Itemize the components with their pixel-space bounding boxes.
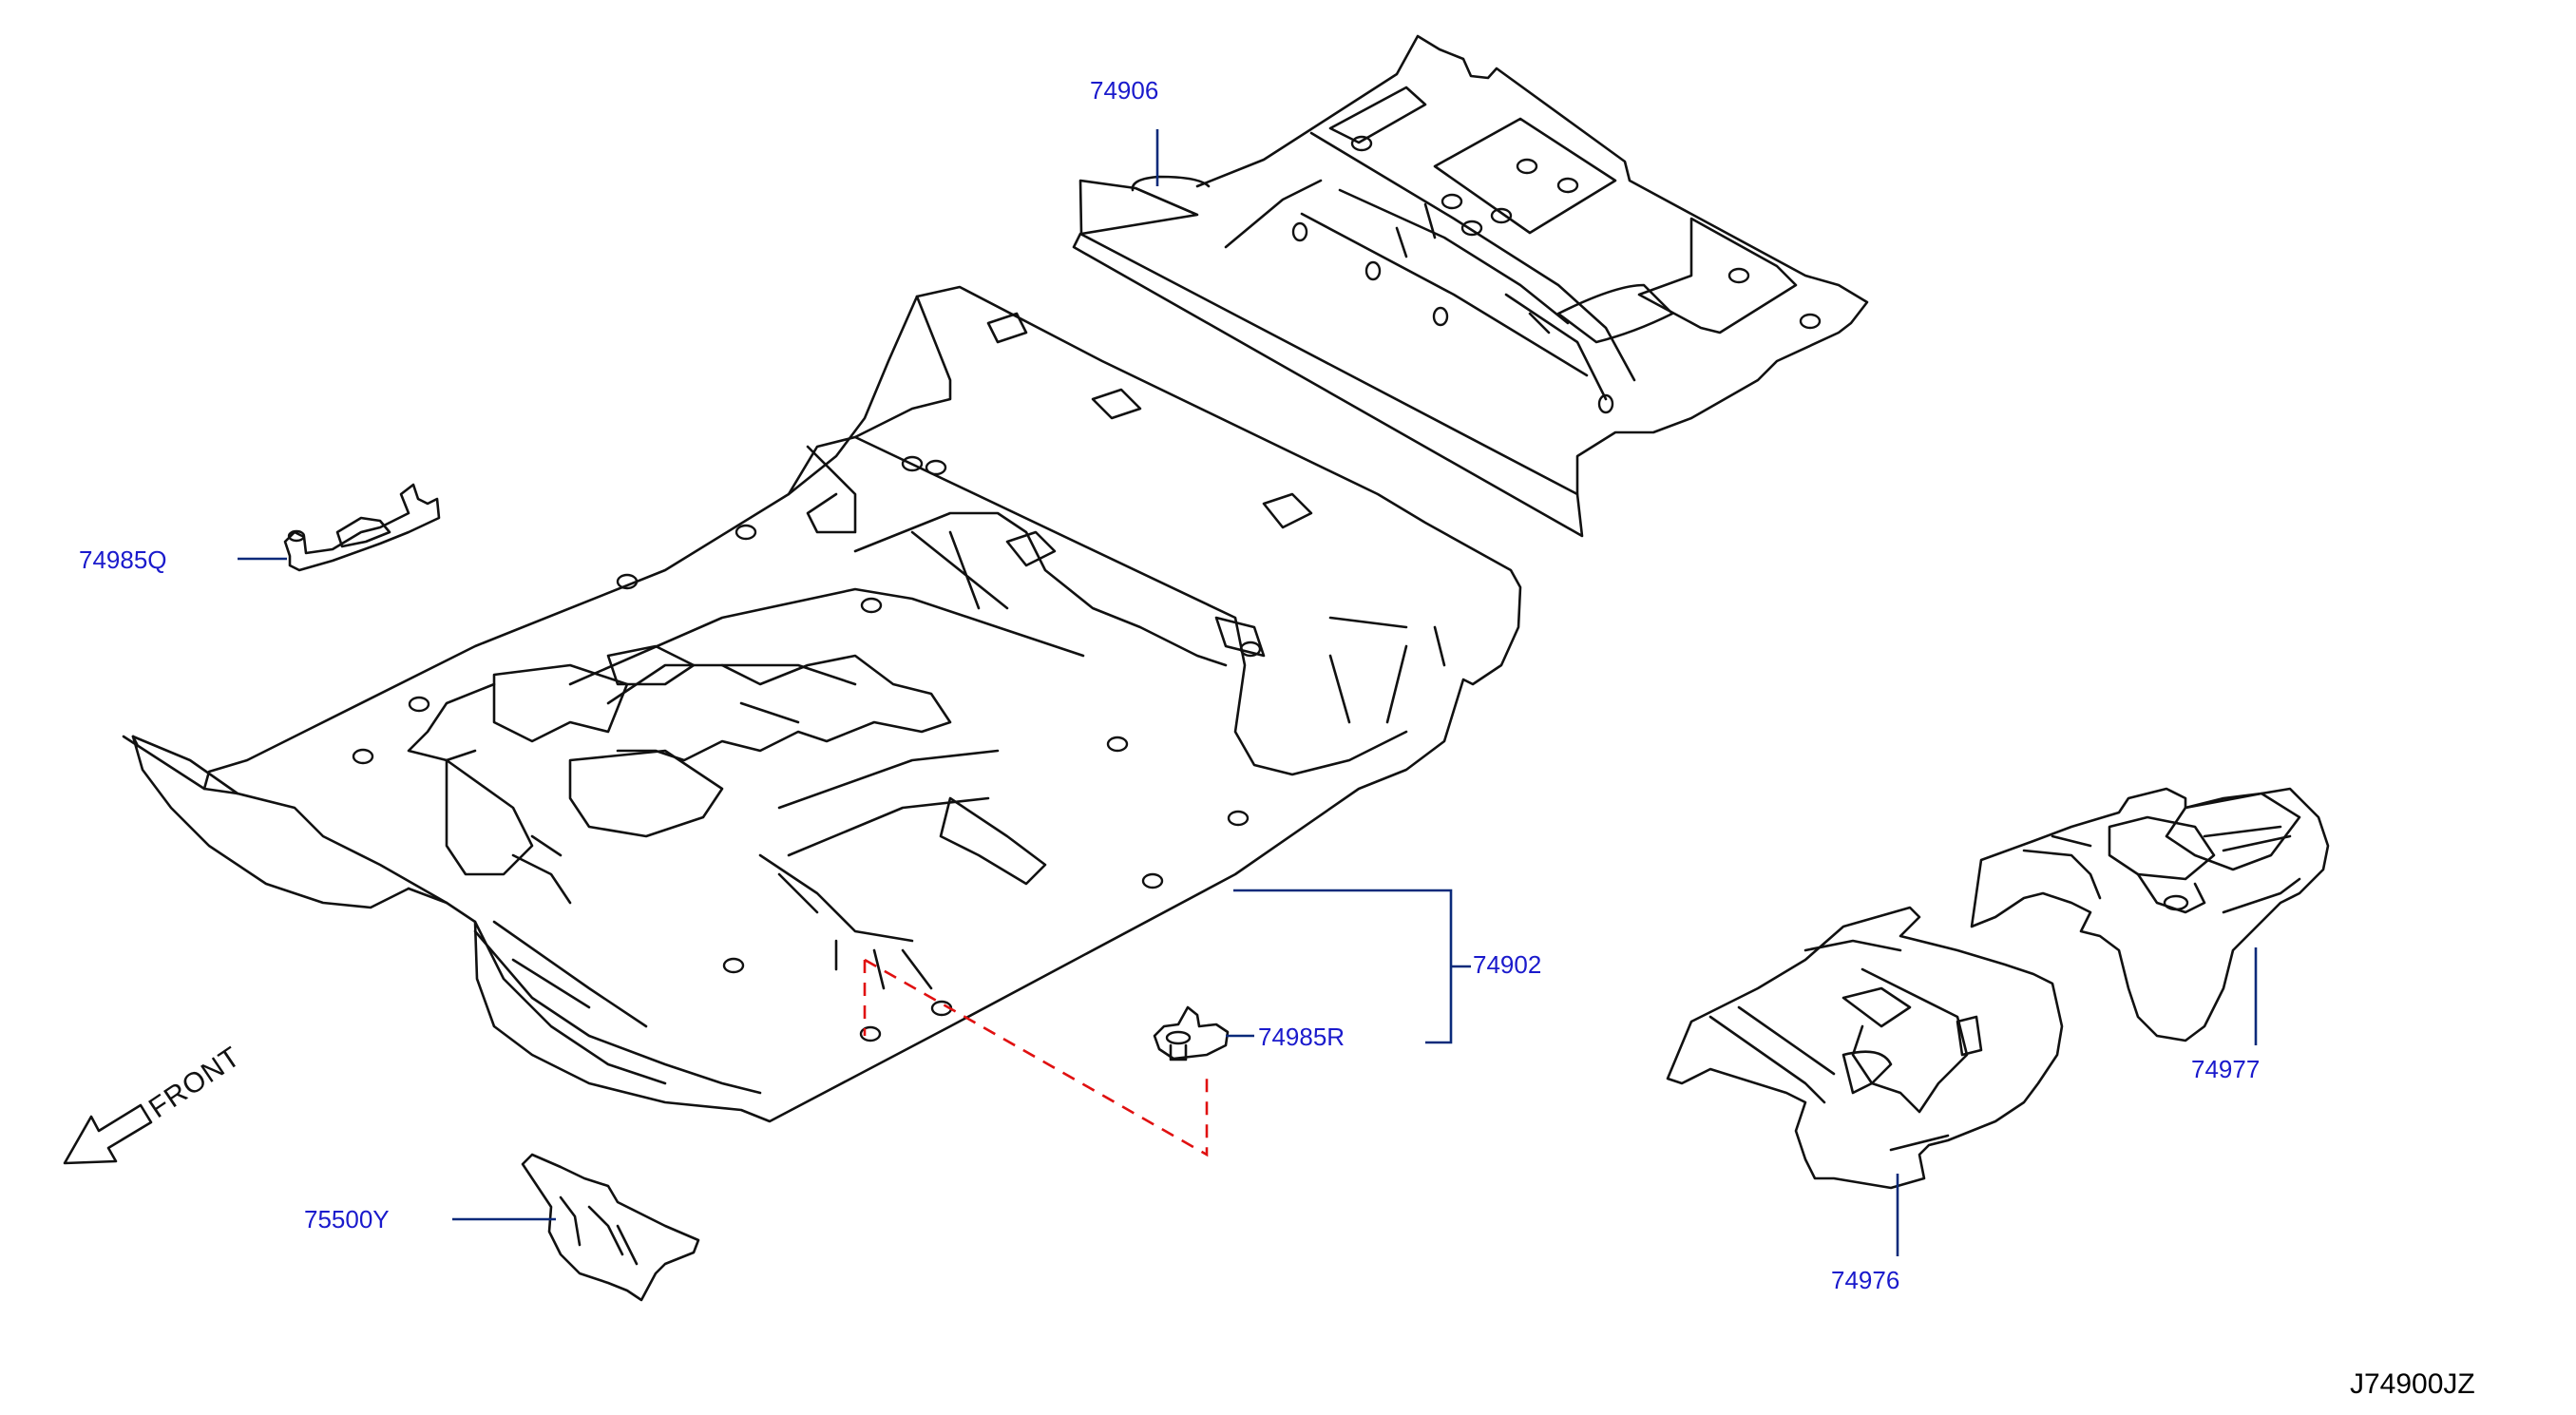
front-arrow-icon <box>63 1103 153 1165</box>
label-74985R[interactable]: 74985R <box>1258 1023 1345 1051</box>
leader-74902 <box>1233 889 1471 1044</box>
diagram-code: J74900JZ <box>2350 1368 2475 1400</box>
label-75500Y[interactable]: 75500Y <box>304 1205 390 1233</box>
main-floor-mat-74902[interactable] <box>122 285 1522 1123</box>
label-74906[interactable]: 74906 <box>1090 76 1159 105</box>
clip-74985Q[interactable] <box>283 483 441 572</box>
label-74976[interactable]: 74976 <box>1831 1266 1900 1294</box>
label-74985Q[interactable]: 74985Q <box>79 545 167 574</box>
bracket-75500Y[interactable] <box>521 1153 700 1302</box>
clip-74985R[interactable] <box>1153 1005 1230 1061</box>
insulator-74976[interactable] <box>1666 906 2064 1190</box>
rear-floor-mat-74906[interactable] <box>1072 34 1869 538</box>
insulator-74977[interactable] <box>1970 787 2330 1042</box>
label-74902[interactable]: 74902 <box>1473 950 1542 979</box>
label-74977[interactable]: 74977 <box>2191 1055 2261 1083</box>
dashed-link-74985R <box>863 958 1209 1157</box>
